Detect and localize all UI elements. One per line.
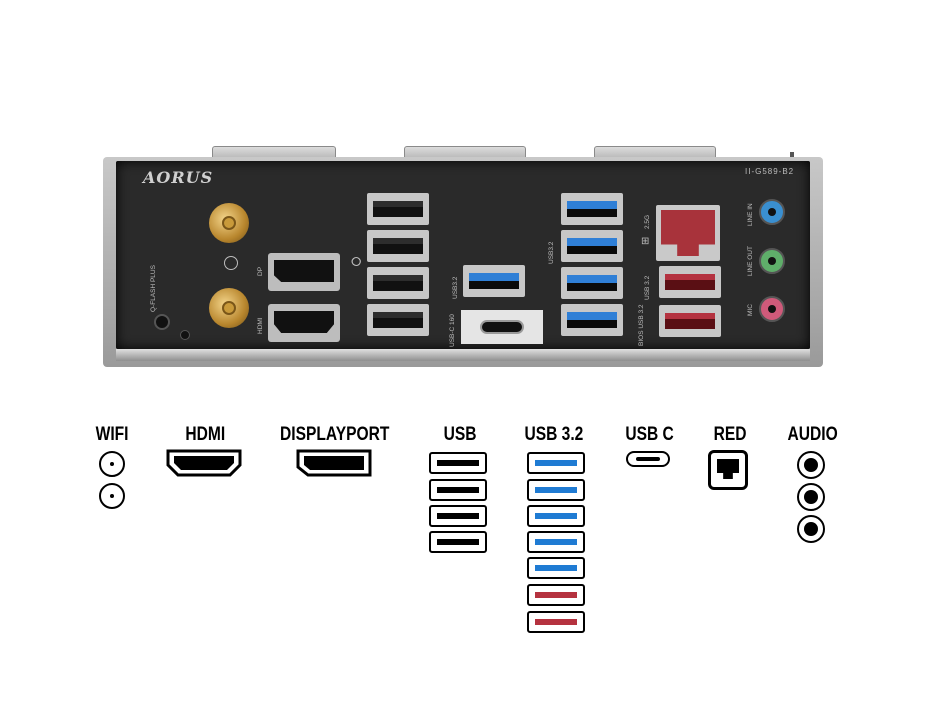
displayport-icon: [296, 449, 372, 477]
model-number: II-G589-B2: [745, 167, 795, 176]
usb-port[interactable]: [367, 193, 429, 225]
usb-port[interactable]: [367, 304, 429, 336]
audio-jack-icon: [797, 515, 825, 543]
hdmi-icon: [166, 449, 242, 477]
bios-usb-label: BIOS USB 3.2: [638, 304, 645, 346]
qflash-button[interactable]: [154, 314, 170, 330]
network-icon: ⊞: [641, 236, 650, 247]
bios-usb-port[interactable]: [659, 305, 721, 337]
usb-c-port[interactable]: [461, 310, 543, 344]
usb-c-icon: [626, 451, 670, 467]
usb32-red-icon: [527, 584, 585, 606]
wifi-antenna-connector[interactable]: [209, 288, 249, 328]
usb32-port[interactable]: [561, 193, 623, 225]
usb32-label: USB3.2: [548, 241, 555, 264]
mic-jack[interactable]: [759, 296, 785, 322]
usb32-port[interactable]: [561, 304, 623, 336]
usb-a-icon: [429, 452, 487, 474]
aorus-logo: AORUS: [143, 168, 214, 187]
usb32-port[interactable]: [561, 230, 623, 262]
line-out-jack[interactable]: [759, 248, 785, 274]
usb32-blue-icon: [527, 452, 585, 474]
usb32-blue-icon: [527, 479, 585, 501]
bluetooth-icon: [224, 256, 238, 270]
legend-title-wifi: WIFI: [95, 424, 129, 445]
legend-title-usb32: USB 3.2: [524, 424, 584, 445]
usb-port[interactable]: [367, 267, 429, 299]
usb32-blue-icon: [527, 505, 585, 527]
lan-label: 2.5G: [644, 214, 651, 229]
usb32-port[interactable]: [561, 267, 623, 299]
usb-a-icon: [429, 531, 487, 553]
line-in-label: LINE IN: [747, 203, 754, 226]
line-out-label: LINE OUT: [747, 246, 754, 276]
usb32-red-port[interactable]: [659, 266, 721, 298]
displayport-port[interactable]: [268, 253, 340, 291]
cmos-clear-pin: [180, 330, 190, 340]
line-in-jack[interactable]: [759, 199, 785, 225]
hdmi-port[interactable]: [268, 304, 340, 342]
mic-label: MIC: [747, 304, 754, 316]
audio-jack-icon: [797, 451, 825, 479]
usb32-red-label: USB 3.2: [644, 275, 651, 300]
ethernet-icon: [708, 450, 748, 490]
usbc-label: USB-C 160: [449, 314, 456, 347]
usb32-blue-icon: [527, 531, 585, 553]
legend-title-usbc: USB C: [625, 424, 674, 445]
wifi-antenna-icon: [99, 451, 125, 477]
usb32-red-icon: [527, 611, 585, 633]
wifi-antenna-icon: [99, 483, 125, 509]
usb32-port[interactable]: [463, 265, 525, 297]
usb-a-icon: [429, 505, 487, 527]
qflash-label: Q-FLASH PLUS: [150, 265, 157, 312]
ethernet-port[interactable]: [656, 205, 720, 261]
usb32-blue-icon: [527, 557, 585, 579]
io-shield-rail: [116, 349, 810, 361]
legend-title-usb: USB: [443, 424, 477, 445]
legend-title-displayport: DISPLAYPORT: [280, 424, 390, 445]
legend-title-audio: AUDIO: [787, 424, 838, 445]
usb-symbol-icon: ⭘: [351, 254, 362, 269]
audio-jack-icon: [797, 483, 825, 511]
usb-a-icon: [429, 479, 487, 501]
usb-port[interactable]: [367, 230, 429, 262]
dp-label: DP: [257, 266, 264, 276]
legend-title-red: RED: [713, 424, 747, 445]
usb32-label: USB3.2: [452, 276, 459, 299]
hdmi-label: HDMI: [257, 317, 264, 334]
legend-title-hdmi: HDMI: [185, 424, 226, 445]
wifi-antenna-connector[interactable]: [209, 203, 249, 243]
